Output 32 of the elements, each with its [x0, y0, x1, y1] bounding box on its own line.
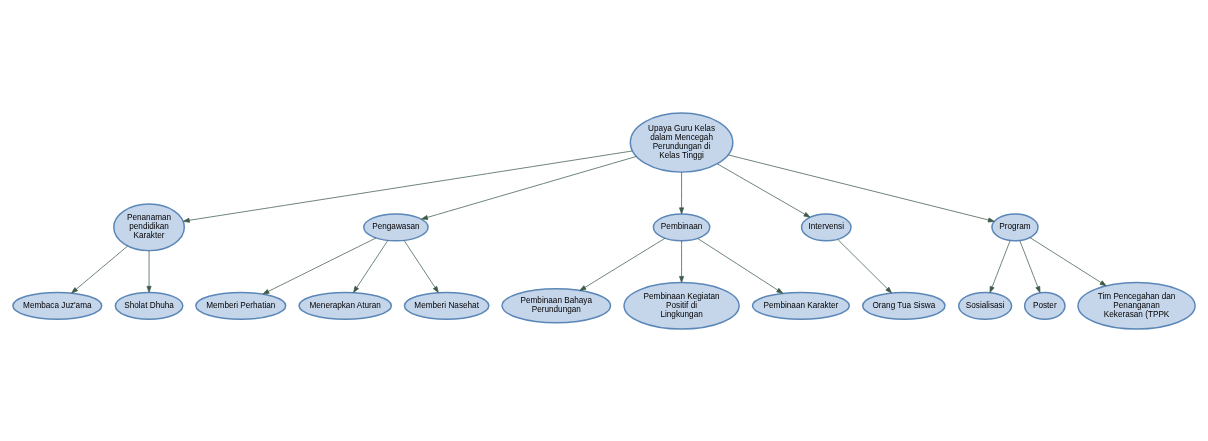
node-ellipse: Pembinaan	[652, 212, 711, 241]
arrow	[182, 150, 633, 223]
node-ellipse: Pembinaan Karakter	[751, 291, 851, 320]
arrow	[262, 237, 377, 294]
node-ellipse: Menerapkan Aturan	[298, 291, 393, 320]
arrow	[716, 163, 811, 218]
node-ellipse: Orang Tua Siswa	[861, 291, 946, 320]
arrow	[837, 238, 892, 293]
arrow	[679, 171, 685, 214]
node-ellipse: Pembinaan Bahaya Perundungan	[501, 287, 612, 324]
node-ellipse: Pembinaan Kegiatan Positif di Lingkungan	[623, 281, 740, 330]
arrow	[421, 155, 637, 220]
node-ellipse: Upaya Guru Kelas dalam Mencegah Perundungan di Kelas Tinggi	[629, 111, 734, 173]
arrow	[679, 239, 685, 283]
arrow	[1019, 239, 1041, 293]
node-ellipse: Memberi Nasehat	[403, 291, 490, 320]
arrow	[353, 239, 389, 293]
arrow	[579, 237, 666, 291]
node-ellipse: Penanaman pendidikan Karakter	[113, 202, 186, 251]
arrow	[727, 154, 995, 222]
arrow	[403, 239, 439, 293]
arrow	[146, 249, 152, 293]
node-ellipse: Memberi Perhatian	[195, 291, 287, 320]
node-ellipse: Sosialisasi	[957, 291, 1013, 320]
node-ellipse: Poster	[1023, 291, 1066, 320]
arrow	[71, 245, 129, 293]
node-ellipse: Program	[991, 212, 1039, 241]
node-ellipse: Membaca Juz'ama	[12, 291, 103, 320]
arrow	[1029, 236, 1107, 286]
node-ellipse: Sholat Dhuha	[114, 291, 184, 320]
arrow	[697, 237, 784, 294]
arrow	[989, 239, 1011, 293]
